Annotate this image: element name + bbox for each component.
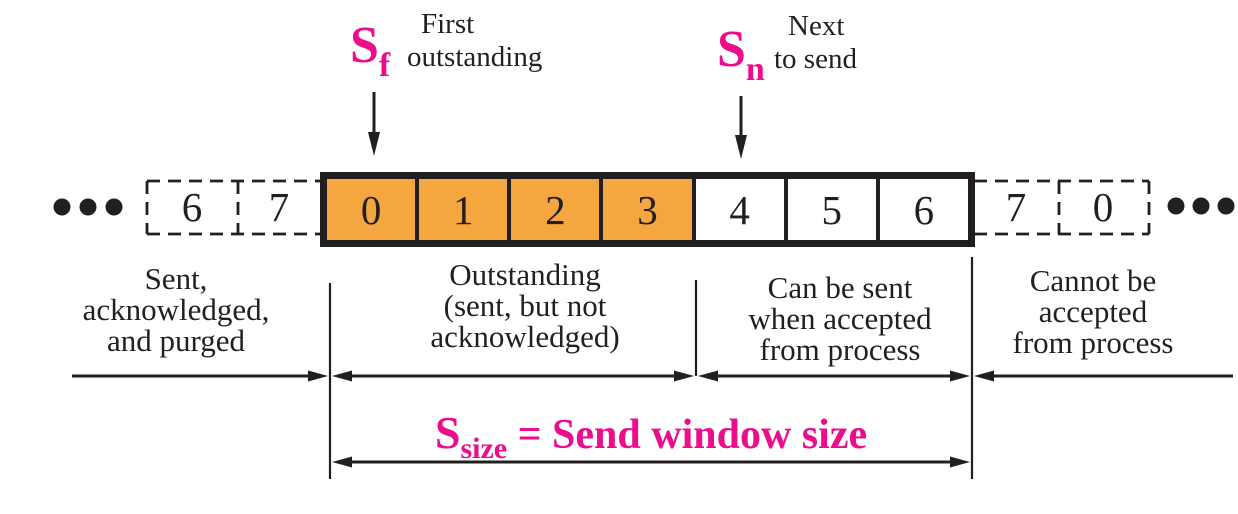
caption-line: from process <box>759 332 921 367</box>
region-caption-outstanding: Outstanding (sent, but not acknowledged) <box>358 259 692 352</box>
right-outside-dashed-box <box>974 179 1151 236</box>
sequence-cell-1: 1 <box>415 179 508 240</box>
sn-description-line2: to send <box>774 43 857 75</box>
outside-cell-left-6: 6 <box>181 184 203 230</box>
outside-cell-right-7: 7 <box>1005 184 1027 230</box>
window-size-label: Ssize = Send window size <box>330 406 972 466</box>
ssize-equation-text: = Send window size <box>517 412 868 458</box>
region-caption-can-be-sent: Can be sent when accepted from process <box>708 272 972 365</box>
right-ellipsis-icon <box>1167 197 1235 215</box>
sn-down-arrow-icon <box>735 96 747 159</box>
sf-description: First outstanding <box>407 8 542 74</box>
sequence-cell-2: 2 <box>507 179 600 240</box>
caption-line: acknowledged, <box>82 292 270 327</box>
sf-description-line2: outstanding <box>407 41 543 73</box>
sn-symbol: S <box>717 21 746 78</box>
sequence-cell-4: 4 <box>691 179 784 240</box>
caption-line: acknowledged) <box>430 319 620 354</box>
left-outside-dashed-box <box>145 179 321 236</box>
cell-value: 3 <box>637 186 658 233</box>
sn-description-line1: Next <box>788 10 845 42</box>
sn-subscript: n <box>745 51 765 88</box>
sn-description: Next to send <box>774 10 857 76</box>
caption-line: Cannot be <box>1029 263 1157 298</box>
send-window-box: 0 1 2 3 4 5 6 <box>320 172 975 247</box>
ssize-equation: = Send window size <box>507 412 868 458</box>
region-caption-purged: Sent, acknowledged, and purged <box>20 263 332 356</box>
sequence-cell-0: 0 <box>327 179 416 240</box>
left-ellipsis-icon <box>53 198 123 216</box>
sn-pointer-label: Sn <box>717 24 765 87</box>
sequence-cell-6: 6 <box>875 179 968 240</box>
window-size-arrow <box>332 456 970 468</box>
outside-cell-left-7: 7 <box>268 184 290 230</box>
caption-line: Outstanding <box>449 257 601 292</box>
sf-down-arrow-icon <box>368 92 380 156</box>
outside-cell-right-0: 0 <box>1092 184 1114 230</box>
cell-value: 0 <box>360 186 382 233</box>
ssize-subscript: size <box>460 432 508 465</box>
cell-value: 4 <box>729 186 750 233</box>
caption-line: and purged <box>106 323 246 358</box>
caption-line: Can be sent <box>767 270 913 305</box>
region-divider-lines <box>328 257 974 479</box>
sequence-cell-3: 3 <box>599 179 692 240</box>
sequence-cell-5: 5 <box>783 179 876 240</box>
caption-line: (sent, but not <box>443 288 607 323</box>
sf-subscript: f <box>378 47 391 84</box>
caption-line: accepted <box>1038 294 1148 329</box>
caption-line: when accepted <box>748 301 932 336</box>
caption-line: from process <box>1012 325 1174 360</box>
cell-value: 1 <box>452 186 474 233</box>
sf-description-line1: First <box>421 8 475 40</box>
cell-value: 2 <box>545 186 566 233</box>
region-range-arrows <box>72 370 1233 382</box>
caption-line: Sent, <box>144 261 208 296</box>
sf-symbol: S <box>350 17 379 74</box>
cell-value: 6 <box>913 186 935 233</box>
ssize-symbol: S <box>434 407 461 458</box>
cell-value: 5 <box>821 186 843 233</box>
sf-pointer-label: Sf <box>350 20 390 83</box>
region-caption-cannot-accept: Cannot be accepted from process <box>963 265 1223 358</box>
